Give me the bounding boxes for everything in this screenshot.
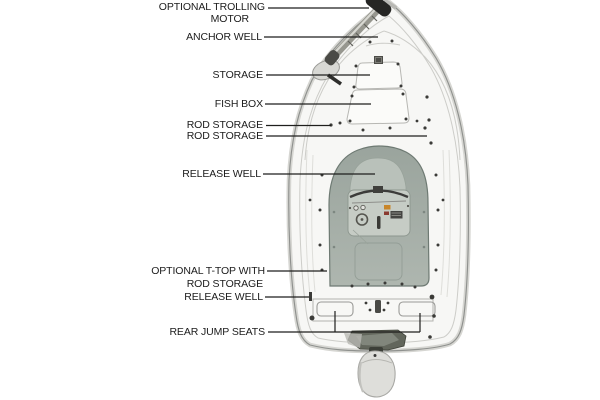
label-anchor-well: ANCHOR WELL — [186, 31, 262, 43]
label-rear-jump-seats: REAR JUMP SEATS — [169, 325, 265, 338]
label-fish-box: FISH BOX — [214, 97, 263, 110]
console-gauge — [360, 204, 366, 211]
label-storage: STORAGE — [212, 69, 264, 81]
console-gauge — [353, 205, 359, 211]
label-t-top-line2: ROD STORAGE — [186, 278, 263, 290]
fish-box-hatch — [346, 88, 410, 125]
release-well-fitting — [309, 292, 312, 301]
console-switch-panel — [384, 205, 391, 210]
throttle-lever — [377, 216, 381, 229]
trolling-motor-head — [365, 0, 392, 17]
label-optional-trolling-line2: MOTOR — [210, 12, 249, 25]
label-release-well-aft: RELEASE WELL — [184, 290, 263, 303]
leader-lines — [263, 7, 427, 333]
label-optional-trolling-line1: OPTIONAL TROLLING — [158, 1, 265, 13]
label-rod-storage-starboard: ROD STORAGE — [186, 129, 263, 142]
outboard-motor — [357, 350, 396, 398]
label-release-well-forward: RELEASE WELL — [182, 167, 261, 180]
deck-grate-lines — [375, 57, 382, 63]
label-rod-storage-port: ROD STORAGE — [186, 119, 263, 131]
center-console — [347, 186, 411, 245]
leader-rear-jump-seats — [268, 311, 421, 333]
fastener-dots — [308, 39, 445, 339]
label-t-top-line1: OPTIONAL T-TOP WITH — [151, 264, 265, 277]
transom-latch — [375, 300, 381, 313]
jump-seat-right — [398, 301, 436, 317]
trolling-motor-lower-unit — [324, 50, 340, 66]
transom-band — [312, 298, 434, 322]
stern-area — [309, 292, 436, 353]
trolling-motor-skeg — [327, 73, 342, 86]
steering-wheel — [355, 213, 369, 226]
console-electronics-box — [373, 186, 383, 193]
deck-grate — [374, 56, 383, 64]
leaning-post-outline — [354, 242, 403, 281]
